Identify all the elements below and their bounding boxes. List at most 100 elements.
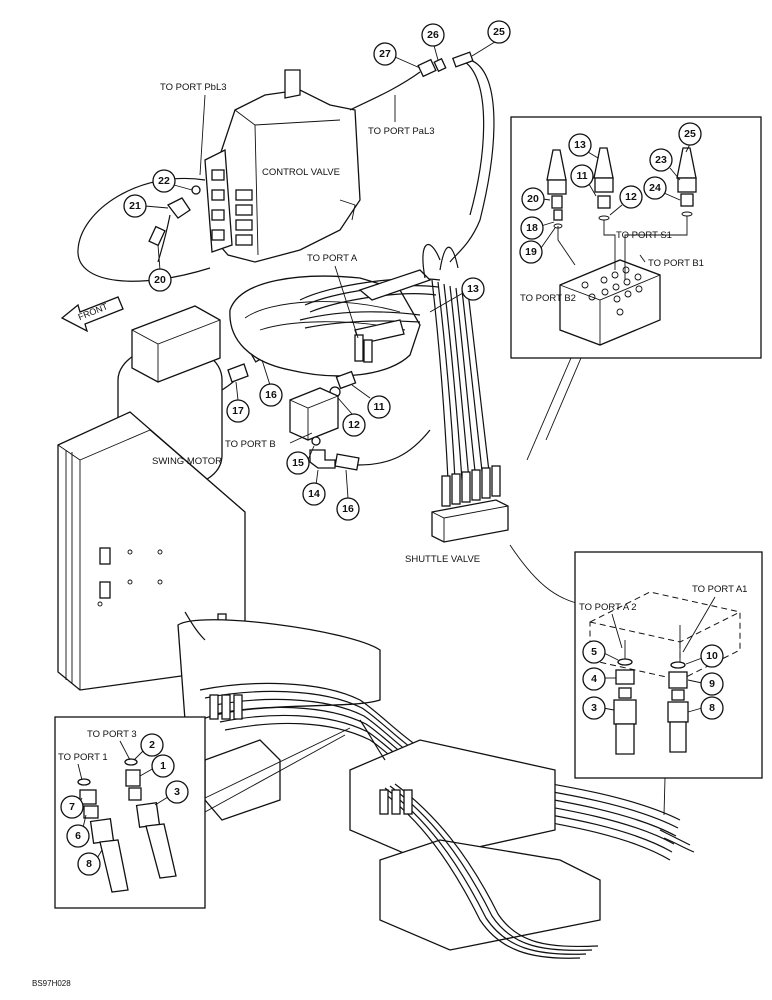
svg-text:3: 3 bbox=[174, 786, 180, 798]
leader-pbl3 bbox=[199, 94, 206, 176]
inset-bottom-left bbox=[54, 716, 351, 909]
label-swing-motor: SWING MOTOR bbox=[152, 456, 222, 467]
callout-26: 26 bbox=[421, 23, 445, 61]
fitting-25 bbox=[451, 51, 474, 68]
label-to-port-b1: TO PORT B1 bbox=[648, 258, 704, 269]
svg-text:24: 24 bbox=[649, 182, 661, 194]
label-to-port-3: TO PORT 3 bbox=[87, 729, 137, 740]
callout-l1: 1 bbox=[139, 754, 175, 778]
callout-16-lower: 16 bbox=[336, 469, 360, 521]
swivel-hoses bbox=[299, 269, 441, 345]
fitting-17 bbox=[227, 363, 249, 383]
leader-port-1 bbox=[77, 763, 83, 781]
svg-text:1: 1 bbox=[160, 760, 166, 772]
callout-17: 17 bbox=[226, 381, 250, 423]
figure-id: BS97H028 bbox=[32, 979, 71, 988]
callout-inset-18: 18 bbox=[520, 216, 555, 240]
leader-a1 bbox=[682, 596, 716, 653]
leader-a2 bbox=[611, 613, 623, 649]
leader-port-a bbox=[334, 265, 359, 339]
label-to-port-1: TO PORT 1 bbox=[58, 752, 108, 763]
callout-22: 22 bbox=[152, 169, 193, 193]
front-arrow bbox=[60, 296, 124, 333]
port-b-block bbox=[289, 387, 339, 441]
label-to-port-s1: TO PORT S1 bbox=[616, 230, 672, 241]
svg-text:3: 3 bbox=[591, 702, 597, 714]
label-to-port-pbl3: TO PORT PbL3 bbox=[160, 82, 227, 93]
svg-text:12: 12 bbox=[625, 191, 637, 203]
label-to-port-pal3: TO PORT PaL3 bbox=[368, 126, 435, 137]
svg-text:17: 17 bbox=[232, 405, 244, 417]
svg-text:25: 25 bbox=[493, 26, 505, 38]
label-to-port-a2: TO PORT A 2 bbox=[579, 602, 637, 613]
callout-l2: 2 bbox=[133, 733, 164, 761]
control-valve bbox=[204, 69, 361, 263]
svg-text:11: 11 bbox=[576, 170, 587, 182]
fitting-16-lower bbox=[334, 453, 360, 471]
callout-11: 11 bbox=[351, 384, 391, 419]
svg-text:2: 2 bbox=[149, 739, 155, 751]
callout-20: 20 bbox=[148, 244, 172, 292]
svg-text:6: 6 bbox=[75, 830, 81, 842]
callout-inset-20: 20 bbox=[521, 187, 551, 211]
callout-inset-13: 13 bbox=[568, 133, 599, 159]
svg-text:14: 14 bbox=[308, 488, 320, 500]
callout-16: 16 bbox=[259, 359, 283, 407]
svg-text:21: 21 bbox=[129, 200, 141, 212]
callout-27: 27 bbox=[373, 42, 421, 69]
callout-inset-19: 19 bbox=[519, 227, 556, 264]
callout-14: 14 bbox=[302, 469, 326, 506]
callout-inset-12: 12 bbox=[609, 185, 643, 216]
callout-15: 15 bbox=[286, 445, 315, 475]
svg-text:4: 4 bbox=[591, 673, 597, 685]
callout-25: 25 bbox=[471, 20, 511, 57]
inset-bottom-right bbox=[574, 551, 763, 779]
fitting-13 bbox=[363, 339, 373, 363]
callout-12: 12 bbox=[337, 397, 366, 437]
callout-r9: 9 bbox=[687, 672, 724, 696]
svg-text:13: 13 bbox=[467, 283, 479, 295]
hose-25-inner bbox=[464, 61, 485, 216]
svg-text:8: 8 bbox=[86, 858, 92, 870]
callout-13: 13 bbox=[429, 277, 485, 313]
svg-text:15: 15 bbox=[292, 457, 304, 469]
svg-text:13: 13 bbox=[574, 139, 586, 151]
callout-r4: 4 bbox=[582, 667, 616, 691]
svg-text:19: 19 bbox=[525, 246, 537, 258]
label-control-valve: CONTROL VALVE bbox=[262, 167, 340, 178]
svg-text:7: 7 bbox=[69, 801, 75, 813]
callout-r3: 3 bbox=[582, 696, 615, 720]
hose-pal3 bbox=[349, 71, 421, 111]
hose-16-lower bbox=[357, 429, 431, 466]
tee-fitting-14 bbox=[309, 449, 336, 469]
hose-25 bbox=[449, 59, 495, 263]
label-to-port-b: TO PORT B bbox=[225, 439, 276, 450]
swing-motor bbox=[117, 305, 223, 489]
svg-text:11: 11 bbox=[373, 401, 384, 413]
callout-21: 21 bbox=[123, 194, 169, 218]
fitting-11 bbox=[335, 370, 357, 390]
svg-text:16: 16 bbox=[265, 389, 277, 401]
callout-inset-23: 23 bbox=[649, 148, 681, 181]
svg-text:8: 8 bbox=[709, 702, 715, 714]
svg-text:20: 20 bbox=[527, 193, 539, 205]
label-shuttle-valve: SHUTTLE VALVE bbox=[405, 554, 480, 565]
svg-text:27: 27 bbox=[379, 48, 391, 60]
leader-bottom-right bbox=[663, 777, 666, 816]
fitting-27-26 bbox=[417, 57, 447, 78]
label-to-port-b2: TO PORT B2 bbox=[520, 293, 576, 304]
fitting-20 bbox=[148, 225, 166, 247]
leader-port-b bbox=[289, 432, 313, 444]
fitting-22-21 bbox=[167, 185, 201, 219]
callout-l3: 3 bbox=[154, 780, 189, 806]
callout-r8: 8 bbox=[687, 696, 724, 720]
callout-l8: 8 bbox=[77, 849, 103, 876]
svg-text:12: 12 bbox=[348, 419, 360, 431]
callout-r10: 10 bbox=[685, 644, 724, 668]
svg-text:26: 26 bbox=[427, 29, 439, 41]
callout-inset-11: 11 bbox=[570, 164, 597, 197]
callout-inset-25: 25 bbox=[678, 122, 702, 153]
svg-text:18: 18 bbox=[526, 222, 538, 234]
svg-text:9: 9 bbox=[709, 678, 715, 690]
